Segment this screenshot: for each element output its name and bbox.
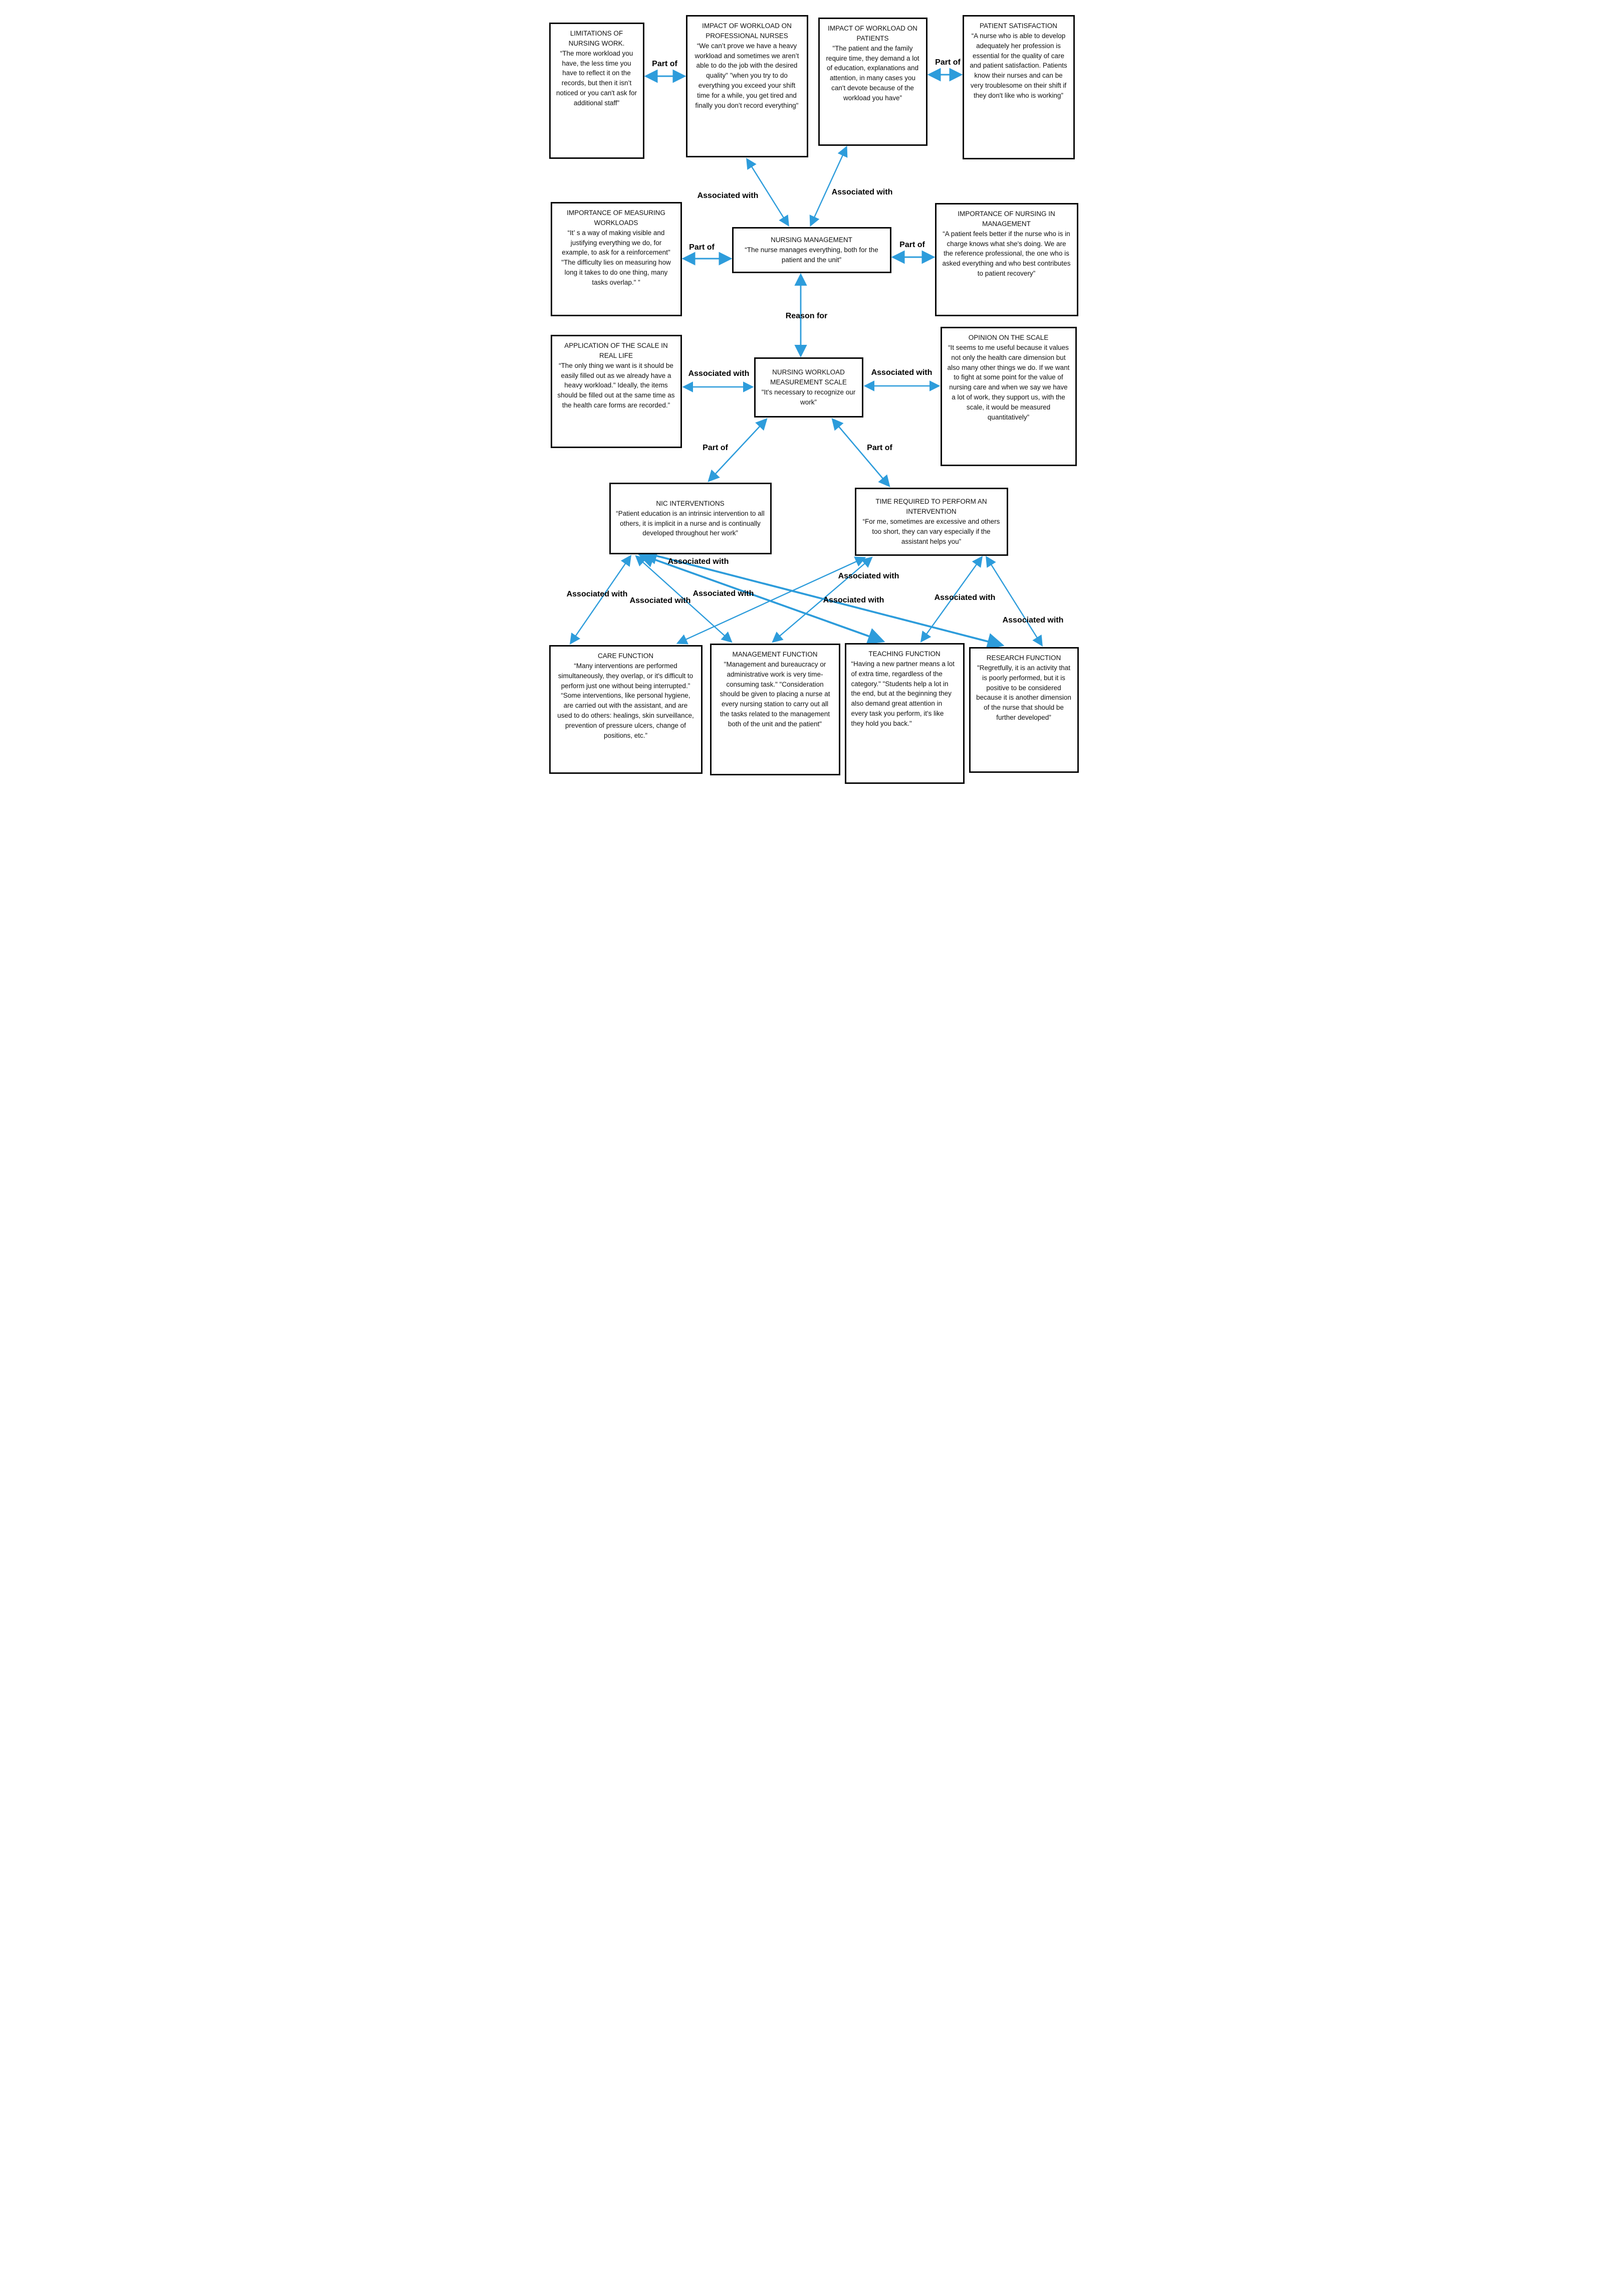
edge-label-associated-with: Associated with [629, 596, 691, 605]
node-quote: "Regretfully, it is an activity that is … [976, 664, 1071, 722]
node-quote: “Having a new partner means a lot of ext… [851, 660, 955, 727]
node-time-required-intervention: TIME REQUIRED TO PERFORM AN INTERVENTION… [854, 488, 1008, 556]
node-patient-satisfaction: PATIENT SATISFACTION “A nurse who is abl… [962, 15, 1075, 159]
edge-label-associated-with: Associated with [692, 589, 754, 598]
node-title: TEACHING FUNCTION [868, 650, 941, 658]
node-quote: “It seems to me useful because it values… [947, 343, 1070, 421]
edge-label-associated-with: Associated with [831, 188, 893, 196]
node-nic-interventions: NIC INTERVENTIONS “Patient education is … [609, 483, 772, 554]
node-quote: “Many interventions are performed simult… [557, 662, 694, 739]
node-title: IMPACT OF WORKLOAD ON PATIENTS [828, 25, 917, 42]
edge-label-part-of: Part of [689, 243, 715, 252]
node-title: TIME REQUIRED TO PERFORM AN INTERVENTION [875, 498, 987, 516]
node-quote: "Management and bureaucracy or administr… [720, 660, 830, 728]
node-quote: "It's necessary to recognize our work” [761, 388, 856, 406]
arrow-scale-time [831, 418, 890, 487]
edge-label-part-of: Part of [652, 60, 677, 68]
edge-label-associated-with: Associated with [566, 590, 628, 598]
concept-map-canvas: LIMITATIONS OF NURSING WORK. “The more w… [531, 0, 1093, 789]
node-quote: “For me, sometimes are excessive and oth… [862, 518, 1000, 545]
node-nursing-management: NURSING MANAGEMENT “The nurse manages ev… [732, 227, 891, 273]
node-title: NURSING WORKLOAD MEASUREMENT SCALE [770, 368, 847, 386]
node-quote: “It’ s a way of making visible and justi… [561, 229, 671, 286]
edge-label-associated-with: Associated with [1002, 616, 1064, 625]
node-quote: “A nurse who is able to develop adequate… [970, 32, 1067, 99]
node-quote: “The more workload you have, the less ti… [556, 49, 637, 107]
edge-label-associated-with: Associated with [667, 557, 729, 566]
node-title: IMPORTANCE OF NURSING IN MANAGEMENT [958, 210, 1055, 228]
node-nursing-workload-measurement-scale: NURSING WORKLOAD MEASUREMENT SCALE "It's… [754, 357, 863, 418]
node-quote: “A patient feels better if the nurse who… [942, 230, 1071, 278]
node-title: MANAGEMENT FUNCTION [732, 651, 818, 658]
node-impact-workload-patients: IMPACT OF WORKLOAD ON PATIENTS "The pati… [818, 18, 927, 146]
node-quote: “We can’t prove we have a heavy workload… [694, 42, 799, 109]
node-title: NIC INTERVENTIONS [656, 499, 725, 507]
node-impact-workload-professional-nurses: IMPACT OF WORKLOAD ON PROFESSIONAL NURSE… [685, 15, 808, 157]
node-application-of-scale: APPLICATION OF THE SCALE IN REAL LIFE “T… [550, 335, 682, 448]
edge-label-part-of: Part of [899, 241, 925, 249]
edge-label-part-of: Part of [867, 444, 892, 452]
node-title: RESEARCH FUNCTION [986, 654, 1061, 662]
edge-label-associated-with: Associated with [934, 593, 996, 602]
edge-label-associated-with: Associated with [823, 596, 884, 604]
node-opinion-on-the-scale: OPINION ON THE SCALE “It seems to me use… [940, 327, 1077, 466]
node-teaching-function: TEACHING FUNCTION “Having a new partner … [844, 643, 965, 784]
edge-label-reason-for: Reason for [785, 312, 828, 320]
edge-label-associated-with: Associated with [838, 572, 899, 580]
node-title: OPINION ON THE SCALE [968, 334, 1049, 341]
node-importance-nursing-in-management: IMPORTANCE OF NURSING IN MANAGEMENT “A p… [935, 203, 1078, 316]
node-quote: “The only thing we want is it should be … [557, 361, 675, 409]
edge-label-associated-with: Associated with [697, 191, 759, 200]
arrow-impact-patients-management [809, 145, 847, 227]
node-quote: "The patient and the family require time… [826, 44, 919, 102]
edge-label-associated-with: Associated with [871, 368, 933, 377]
edge-label-part-of: Part of [703, 444, 728, 452]
node-importance-measuring-workloads: IMPORTANCE OF MEASURING WORKLOADS “It’ s… [550, 202, 682, 316]
node-title: LIMITATIONS OF NURSING WORK. [568, 30, 625, 47]
node-research-function: RESEARCH FUNCTION "Regretfully, it is an… [969, 647, 1079, 773]
node-title: IMPORTANCE OF MEASURING WORKLOADS [567, 209, 665, 227]
node-limitations-of-nursing-work: LIMITATIONS OF NURSING WORK. “The more w… [549, 23, 644, 159]
node-title: IMPACT OF WORKLOAD ON PROFESSIONAL NURSE… [702, 22, 792, 40]
node-title: CARE FUNCTION [598, 652, 653, 660]
edge-label-part-of: Part of [935, 58, 961, 67]
node-title: PATIENT SATISFACTION [979, 22, 1058, 30]
node-title: NURSING MANAGEMENT [771, 236, 852, 244]
node-management-function: MANAGEMENT FUNCTION "Management and bure… [710, 644, 840, 775]
edge-label-associated-with: Associated with [688, 369, 750, 378]
arrow-nic-care [569, 555, 631, 645]
node-title: APPLICATION OF THE SCALE IN REAL LIFE [564, 342, 668, 359]
node-care-function: CARE FUNCTION “Many interventions are pe… [549, 645, 703, 774]
node-quote: “Patient education is an intrinsic inter… [616, 509, 765, 537]
node-quote: “The nurse manages everything, both for … [745, 246, 878, 264]
